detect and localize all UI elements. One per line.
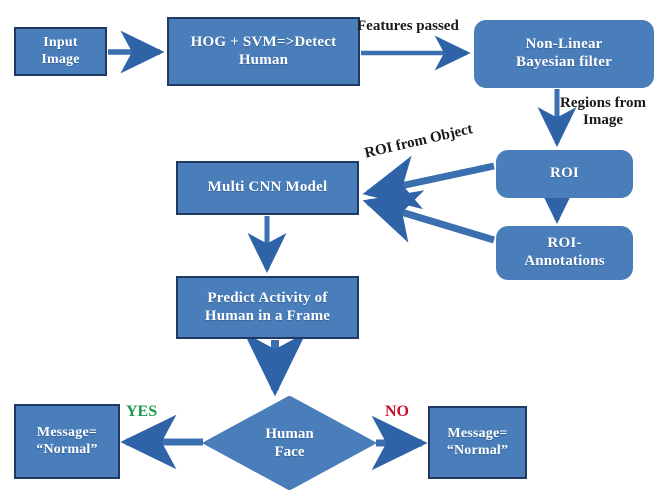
node-message-normal-no[interactable]: Message= “Normal”: [428, 406, 527, 479]
edge-label-no: NO: [385, 403, 409, 420]
arrow-roi-to-cnn: [362, 155, 495, 210]
edge-label-yes: YES: [126, 403, 158, 420]
node-input-image[interactable]: Input Image: [14, 27, 107, 76]
edge-label-regions-from-image: Regions from Image: [560, 95, 646, 128]
node-human-face-decision[interactable]: Human Face: [203, 396, 376, 490]
node-roi-annotations[interactable]: ROI- Annotations: [496, 226, 633, 280]
edge-label-features-passed: Features passed: [357, 18, 459, 34]
edge-label-roi-from-object: ROI from Object: [363, 121, 475, 162]
node-message-normal-yes[interactable]: Message= “Normal”: [14, 404, 120, 479]
node-roi[interactable]: ROI: [496, 150, 633, 198]
arrow-annotations-to-cnn: [362, 190, 496, 244]
node-predict-activity[interactable]: Predict Activity of Human in a Frame: [176, 276, 359, 339]
node-non-linear-bayesian-filter[interactable]: Non-Linear Bayesian filter: [474, 20, 654, 88]
node-multi-cnn-model[interactable]: Multi CNN Model: [176, 161, 359, 215]
diamond-shape: [203, 396, 376, 490]
node-hog-svm-detect-human[interactable]: HOG + SVM=>Detect Human: [167, 17, 360, 86]
